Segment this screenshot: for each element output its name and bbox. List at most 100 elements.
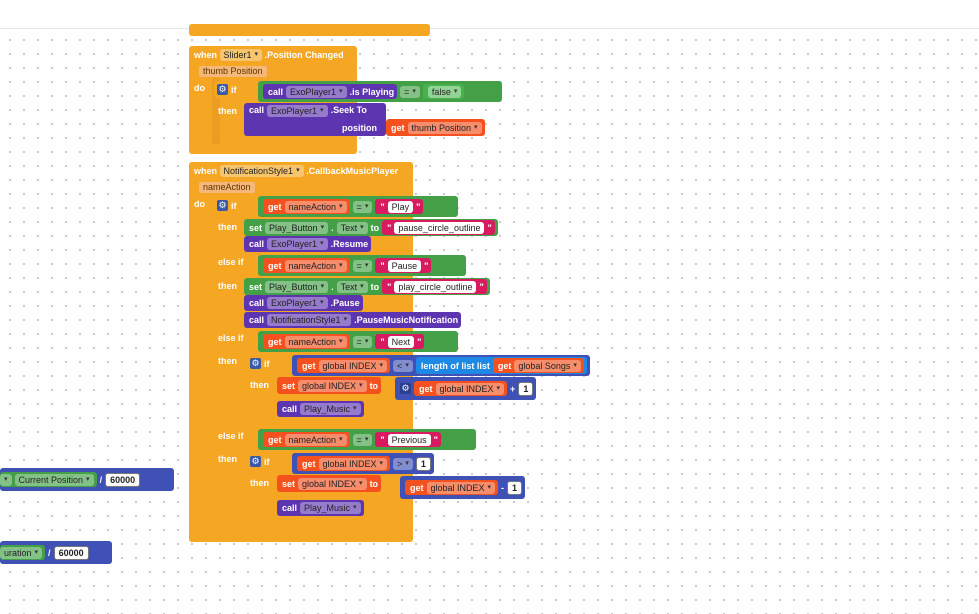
math-subtract-block[interactable]: get global INDEX▾ - 1: [400, 476, 526, 499]
gear-icon[interactable]: ⚙: [217, 84, 228, 95]
variable-dropdown[interactable]: nameAction▾: [284, 433, 347, 446]
number-value[interactable]: 1: [507, 480, 523, 495]
variable-dropdown[interactable]: nameAction▾: [284, 335, 347, 348]
set-variable-block[interactable]: set global INDEX▾ to: [277, 377, 382, 394]
variable-dropdown[interactable]: nameAction▾: [284, 200, 347, 213]
number-value[interactable]: 60000: [53, 545, 89, 560]
operator-dropdown[interactable]: =▾: [352, 433, 373, 446]
operator-dropdown[interactable]: =▾: [352, 259, 373, 272]
math-divide-block-current-position[interactable]: ▾ Current Position▾ / 60000: [0, 468, 174, 491]
variable-dropdown[interactable]: global INDEX▾: [298, 379, 367, 392]
operator-dropdown[interactable]: =▾: [352, 335, 373, 348]
procedure-dropdown[interactable]: Play_Music▾: [300, 502, 361, 514]
text-value[interactable]: Next: [387, 335, 415, 348]
get-block[interactable]: get global Songs▾: [492, 358, 584, 373]
boolean-block[interactable]: false▾: [422, 84, 465, 99]
gear-icon[interactable]: ⚙: [250, 456, 261, 467]
property-dropdown[interactable]: Text▾: [336, 280, 368, 293]
component-dropdown[interactable]: ExoPlayer1▾: [267, 105, 328, 117]
text-block[interactable]: " play_circle_outline ": [382, 279, 487, 294]
variable-dropdown[interactable]: global INDEX▾: [318, 457, 388, 470]
get-block[interactable]: get global INDEX▾: [297, 456, 391, 471]
property-dropdown[interactable]: Text▾: [336, 221, 368, 234]
block-fragment-top[interactable]: [189, 24, 430, 36]
get-block[interactable]: get global INDEX▾: [405, 480, 499, 495]
variable-dropdown[interactable]: nameAction▾: [284, 259, 347, 272]
component-dropdown[interactable]: Play_Button▾: [265, 221, 329, 234]
variable-dropdown[interactable]: global Songs▾: [514, 359, 581, 372]
component-dropdown[interactable]: ExoPlayer1▾: [267, 297, 328, 309]
property-getter-block[interactable]: ▾ Current Position▾: [0, 472, 97, 487]
compare-number-block[interactable]: get global INDEX▾ <▾ length of list list…: [292, 355, 590, 376]
text-value[interactable]: play_circle_outline: [394, 280, 477, 293]
nested-if-header[interactable]: ⚙ if: [247, 355, 273, 372]
get-block[interactable]: get global INDEX▾: [297, 358, 391, 373]
text-block[interactable]: " Play ": [375, 199, 424, 214]
get-block[interactable]: get nameAction▾: [263, 432, 350, 447]
gear-icon[interactable]: ⚙: [400, 383, 411, 394]
text-value[interactable]: Previous: [387, 433, 431, 446]
event-parameter[interactable]: nameAction: [199, 182, 255, 193]
procedure-dropdown[interactable]: Play_Music▾: [300, 403, 361, 415]
math-add-block[interactable]: ⚙ get global INDEX▾ + 1: [395, 377, 537, 400]
length-of-list-block[interactable]: length of list list get global Songs▾: [415, 357, 587, 374]
property-getter-block[interactable]: uration▾: [0, 545, 46, 560]
operator-dropdown[interactable]: <▾: [393, 359, 413, 372]
property-dropdown[interactable]: Current Position▾: [14, 473, 94, 486]
set-variable-block[interactable]: set global INDEX▾ to: [277, 475, 382, 492]
text-block[interactable]: " Next ": [375, 334, 425, 349]
text-block[interactable]: " Pause ": [375, 258, 432, 273]
boolean-dropdown[interactable]: false▾: [427, 85, 462, 98]
component-dropdown[interactable]: ExoPlayer1▾: [267, 238, 328, 250]
property-dropdown[interactable]: uration▾: [0, 546, 43, 559]
text-value[interactable]: Pause: [387, 259, 422, 272]
get-block[interactable]: get nameAction▾: [263, 334, 350, 349]
compare-block[interactable]: get nameAction▾ =▾ " Previous ": [258, 429, 476, 450]
call-is-playing-block[interactable]: call ExoPlayer1▾ .is Playing: [263, 84, 398, 99]
call-pause-block[interactable]: call ExoPlayer1▾ .Pause: [244, 295, 363, 311]
get-thumb-position-block[interactable]: get thumb Position▾: [386, 119, 485, 136]
set-property-block[interactable]: set Play_Button▾ . Text▾ to " play_circl…: [244, 278, 490, 295]
variable-dropdown[interactable]: global INDEX▾: [318, 359, 388, 372]
call-pause-notification-block[interactable]: call NotificationStyle1▾ .PauseMusicNoti…: [244, 312, 462, 328]
call-seek-to-block[interactable]: call ExoPlayer1▾ .Seek To: [244, 103, 386, 136]
math-divide-block-duration[interactable]: uration▾ / 60000: [0, 541, 112, 564]
text-block[interactable]: " Previous ": [375, 432, 441, 447]
event-parameter[interactable]: thumb Position: [199, 66, 267, 77]
component-dropdown[interactable]: NotificationStyle1▾: [219, 165, 304, 177]
component-dropdown-partial[interactable]: ▾: [0, 473, 12, 486]
text-value[interactable]: Play: [387, 200, 414, 213]
component-dropdown[interactable]: Slider1▾: [219, 49, 263, 61]
call-procedure-block[interactable]: call Play_Music▾: [277, 401, 364, 417]
set-property-block[interactable]: set Play_Button▾ . Text▾ to " pause_circ…: [244, 219, 498, 236]
compare-block[interactable]: call ExoPlayer1▾ .is Playing =▾ false▾: [258, 81, 502, 102]
nested-if-header[interactable]: ⚙ if: [247, 453, 273, 470]
number-value[interactable]: 60000: [105, 472, 141, 487]
call-resume-block[interactable]: call ExoPlayer1▾ .Resume: [244, 236, 372, 252]
if-block-spine[interactable]: [212, 78, 220, 144]
component-dropdown[interactable]: Play_Button▾: [265, 280, 329, 293]
get-block[interactable]: get global INDEX▾: [414, 381, 508, 396]
variable-dropdown[interactable]: global INDEX▾: [426, 481, 496, 494]
call-procedure-block[interactable]: call Play_Music▾: [277, 500, 364, 516]
number-value[interactable]: 1: [415, 456, 431, 471]
text-block[interactable]: " pause_circle_outline ": [382, 220, 495, 235]
if-block-header[interactable]: ⚙ if: [214, 81, 240, 98]
operator-dropdown[interactable]: =▾: [352, 200, 373, 213]
operator-dropdown[interactable]: >▾: [393, 457, 413, 470]
component-dropdown[interactable]: NotificationStyle1▾: [267, 314, 352, 326]
number-value[interactable]: 1: [518, 381, 534, 396]
compare-number-block[interactable]: get global INDEX▾ >▾ 1: [292, 453, 434, 474]
operator-dropdown[interactable]: =▾: [400, 85, 420, 98]
get-block[interactable]: get nameAction▾: [263, 199, 350, 214]
gear-icon[interactable]: ⚙: [250, 358, 261, 369]
component-dropdown[interactable]: ExoPlayer1▾: [286, 85, 347, 98]
get-block[interactable]: get nameAction▾: [263, 258, 350, 273]
compare-block[interactable]: get nameAction▾ =▾ " Next ": [258, 331, 458, 352]
if-block-header[interactable]: ⚙ if: [214, 197, 240, 214]
compare-block[interactable]: get nameAction▾ =▾ " Pause ": [258, 255, 466, 276]
variable-dropdown[interactable]: global INDEX▾: [435, 382, 505, 395]
text-value[interactable]: pause_circle_outline: [394, 221, 485, 234]
gear-icon[interactable]: ⚙: [217, 200, 228, 211]
variable-dropdown[interactable]: global INDEX▾: [298, 477, 367, 490]
